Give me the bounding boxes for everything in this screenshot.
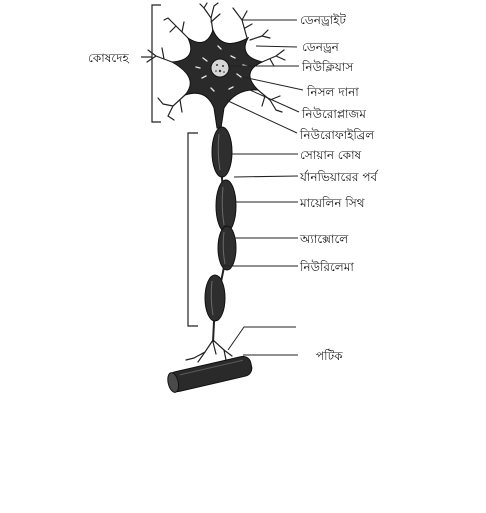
label-nucleus: নিউক্লিয়াস [301,60,354,74]
myelin-segment [211,126,233,178]
leader-line-neuroplasm [249,89,300,113]
axon-bracket [187,132,198,327]
leader-line-dendron [255,45,298,48]
label-ranvier: র্যানভিয়ারের পর্ব [299,170,379,184]
label-schwann: সোয়ান কোষ [300,148,362,162]
leader-line-terminal [227,326,296,351]
label-neurilemma: নিউরিলেমা [299,260,354,274]
label-dendrite: ডেনড্রাইট [300,13,346,27]
myelin-segment [215,179,237,233]
dendrite-right [261,49,286,67]
axon-terminal [185,339,233,363]
label-nissl: নিসল দানা [306,85,359,99]
dendrite-lower-right [257,89,283,113]
myelin-segment [204,274,226,322]
label-neuroplasm: নিউরোপ্লাজম [301,107,366,121]
nucleus [210,58,230,78]
muscle-fiber [167,355,253,393]
label-cell-body: কোষদেহ [88,51,129,65]
cell-body [170,28,264,129]
dendrite-left [146,47,173,63]
dendrite-upper-right [232,7,271,41]
cell-body-bracket-line [151,4,161,123]
cell-body-bracket [141,4,161,123]
label-axolemma: অ্যাক্সোলে [299,232,349,246]
myelin-segment [217,225,237,271]
label-neurofibril: নিউরোফাইব্রিল [299,128,375,142]
myelin-segments [204,126,237,322]
label-synaptic: পটিক [316,349,343,363]
dendrite-lower-left [157,94,186,121]
leader-lines [222,19,304,356]
leader-line-ranvier [233,175,299,178]
dendrite-upper-left [163,17,189,39]
label-myelin: মায়েলিন সিথ [299,196,365,210]
dendrite-top [199,2,221,33]
dendrites [146,2,286,121]
label-dendron: ডেনড্রন [302,40,340,54]
leader-line-nissl [242,76,304,91]
leader-line-neurofibril [225,99,298,134]
